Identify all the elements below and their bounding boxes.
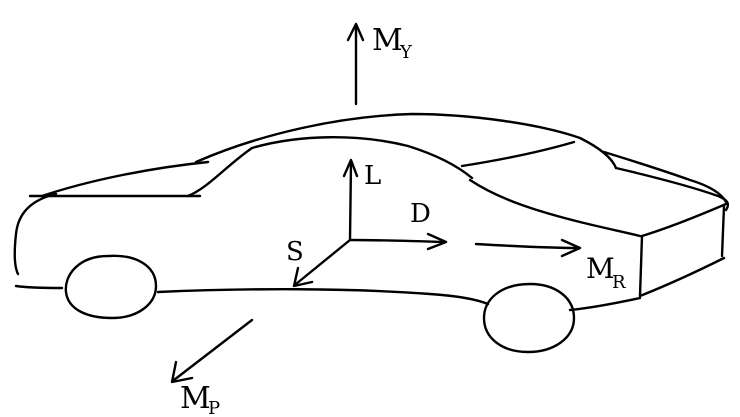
car-underbody-mid (156, 288, 490, 306)
svg-text:M: M (180, 381, 211, 416)
label-roll-moment: M R (586, 252, 626, 293)
svg-text:R: R (612, 272, 626, 293)
label-pitch-moment: M P (180, 381, 220, 417)
yaw-moment-arrow (346, 22, 365, 106)
car-rear (13, 192, 58, 276)
car-underbody-front (568, 296, 642, 312)
car-front-wheel (482, 282, 576, 354)
car-rear-wheel (64, 254, 158, 320)
label-drag: D (410, 199, 431, 229)
car-front-bottom (638, 256, 726, 298)
car-outline (13, 112, 730, 354)
label-yaw-moment: M Y (372, 23, 413, 63)
car-rear-deck (40, 160, 210, 198)
roll-moment-arrow (474, 238, 582, 258)
car-front-face (640, 202, 728, 238)
svg-text:Y: Y (399, 42, 413, 63)
car-hood (614, 166, 730, 212)
car-side-line (468, 178, 642, 238)
svg-text:P: P (208, 398, 220, 417)
car-belt-line-2 (250, 136, 474, 180)
car-window-divider (460, 140, 576, 168)
side-force-arrow (292, 238, 352, 288)
lift-arrow (342, 158, 359, 242)
svg-text:M: M (372, 23, 403, 58)
pitch-moment-arrow (170, 318, 254, 384)
drag-arrow (348, 232, 448, 251)
car-front-left-edge (638, 234, 644, 298)
car-rear-pillar (186, 146, 254, 198)
label-lift: L (364, 161, 381, 191)
label-side-force: S (286, 237, 304, 267)
svg-text:M: M (586, 252, 615, 285)
car-windshield (602, 150, 728, 204)
car-underbody-rear (14, 284, 64, 290)
car-roof (194, 112, 618, 170)
car-front-right-edge (720, 204, 726, 258)
